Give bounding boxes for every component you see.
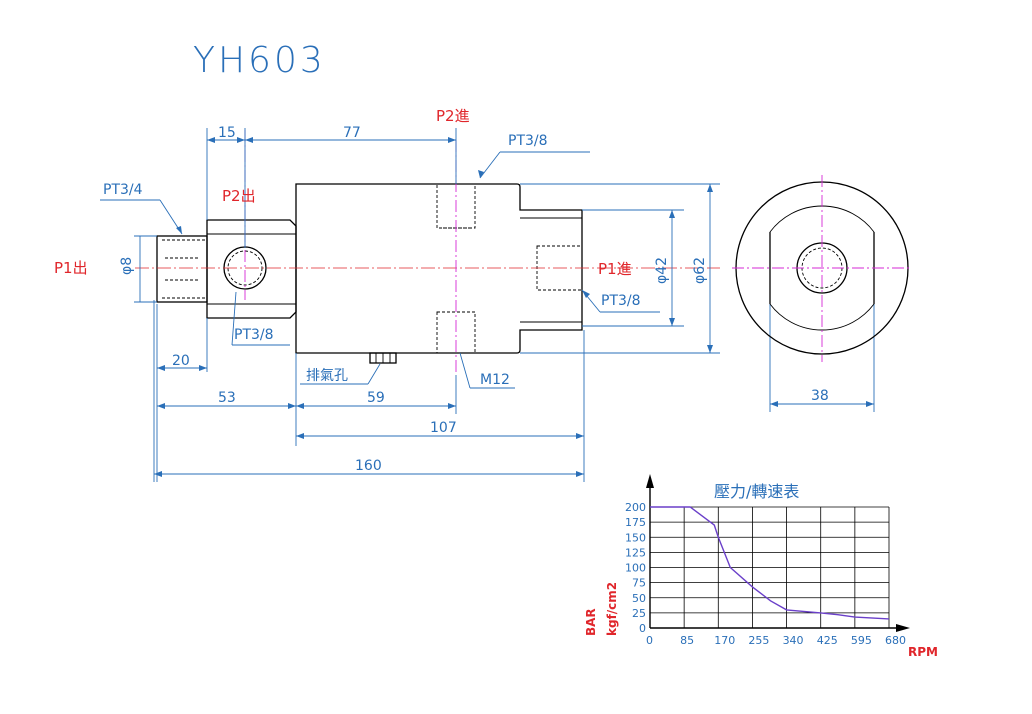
dimension-arrows	[154, 137, 874, 477]
chart-series-line	[650, 506, 890, 620]
dim-77: 77	[343, 125, 361, 141]
chart-x-tick: 255	[748, 634, 769, 647]
dim-107: 107	[430, 420, 457, 436]
dim-phi62: φ62	[692, 257, 708, 284]
chart-ylabel-bar: BAR	[584, 608, 598, 636]
chart-x-axis-arrow	[896, 624, 910, 632]
hex-nut	[206, 219, 297, 319]
drawing-title: YH603	[193, 40, 326, 81]
side-view	[135, 130, 720, 375]
pressure-rpm-chart: 壓力/轉速表 0 25 50 75 100 125 150 175 200 0 85 170 255 3…	[584, 474, 938, 659]
dim-53: 53	[218, 390, 236, 406]
chart-x-tick: 595	[851, 634, 872, 647]
chart-title: 壓力/轉速表	[714, 482, 799, 501]
dim-phi8: φ8	[119, 257, 135, 275]
label-p2-in: P2進	[436, 107, 470, 125]
thread-pt38-right: PT3/8	[601, 293, 641, 309]
chart-ylabel-kgf: kgf/cm2	[605, 582, 619, 636]
dim-59: 59	[367, 390, 385, 406]
label-p2-out: P2出	[222, 187, 256, 205]
dim-20: 20	[172, 353, 190, 369]
thread-m12: M12	[480, 372, 510, 388]
chart-y-tick: 175	[625, 516, 646, 529]
chart-y-tick: 100	[625, 562, 646, 575]
thread-pt38-top: PT3/8	[508, 133, 548, 149]
dim-38: 38	[811, 388, 829, 404]
chart-xlabel: RPM	[908, 645, 938, 659]
thread-pt34: PT3/4	[103, 182, 143, 198]
label-p1-out: P1出	[54, 259, 88, 277]
chart-x-tick: 425	[817, 634, 838, 647]
chart-y-tick: 150	[625, 531, 646, 544]
end-view	[732, 175, 912, 362]
outlet-nipple	[156, 235, 208, 303]
dimension-lines	[100, 128, 875, 482]
chart-x-tick: 170	[714, 634, 735, 647]
label-p1-in: P1進	[598, 260, 632, 278]
dim-15: 15	[218, 125, 236, 141]
chart-x-tick: 0	[646, 634, 653, 647]
chart-x-tick: 680	[885, 634, 906, 647]
main-body	[295, 183, 583, 354]
chart-y-tick: 125	[625, 546, 646, 559]
chart-x-tick: 340	[783, 634, 804, 647]
dim-phi42: φ42	[654, 257, 670, 284]
chart-x-tick: 85	[680, 634, 694, 647]
chart-y-tick: 0	[639, 622, 646, 635]
chart-y-tick: 25	[632, 607, 646, 620]
chart-y-tick: 200	[625, 501, 646, 514]
chart-y-tick: 50	[632, 592, 646, 605]
chart-y-tick: 75	[632, 577, 646, 590]
vent-hole-label: 排氣孔	[306, 368, 348, 384]
dim-160: 160	[355, 458, 382, 474]
m12-port	[436, 311, 476, 354]
chart-y-axis-arrow	[646, 474, 654, 488]
thread-pt38-bottom: PT3/8	[234, 327, 274, 343]
